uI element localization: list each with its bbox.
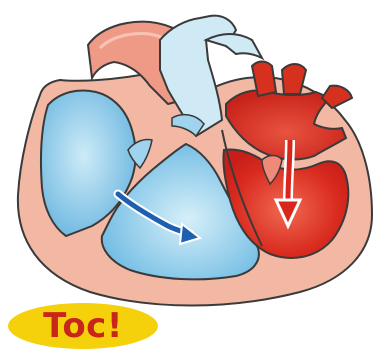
vessel-branch-top bbox=[206, 34, 262, 58]
toc-badge: Toc! bbox=[8, 303, 158, 349]
toc-badge-label: Toc! bbox=[43, 309, 123, 343]
